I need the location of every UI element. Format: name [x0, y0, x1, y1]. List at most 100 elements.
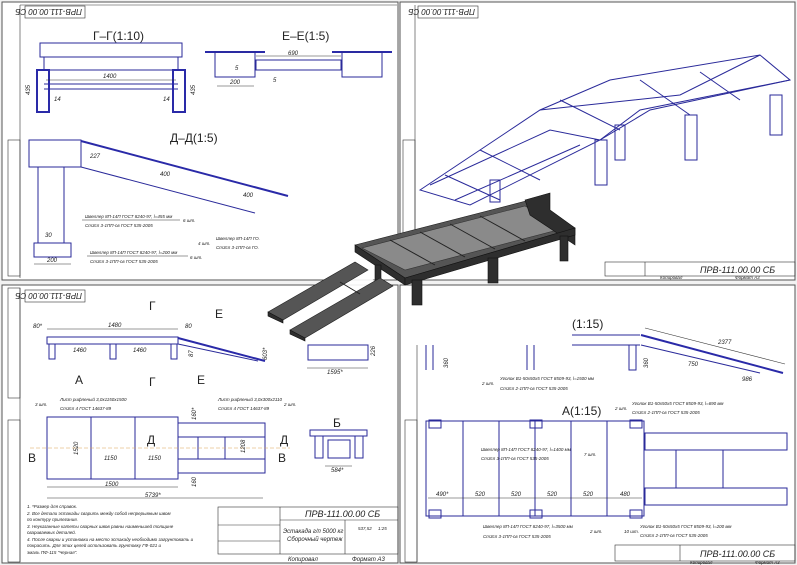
- n1-qty-text: 2 шт.: [481, 381, 494, 386]
- d80b-text: 80: [185, 324, 192, 330]
- section-label-e: Е–Е(1:5): [282, 29, 329, 43]
- 2-text: по контуру прилегания.: [27, 517, 78, 522]
- callout-d3: Швеллер 8П-14П ГО. Ст3сп 3-1ПП-св ГО. 4 …: [198, 236, 260, 250]
- d480-text: 480: [620, 492, 631, 498]
- sheet-note-b-qty-text: 2 шт.: [283, 402, 296, 407]
- d1500-text: 1500: [105, 482, 119, 488]
- 6-text: покрасить. Для этих целей использовать г…: [27, 542, 161, 548]
- format-text: Формат А3: [755, 560, 780, 565]
- 5-text: 4. После сварки и установки на место эст…: [27, 537, 194, 542]
- 7-text: эмаль ПФ-115 "Черная".: [27, 550, 78, 555]
- stamp-text: ПРВ-111.00.00 СБ: [408, 7, 475, 16]
- d490-text: 490*: [436, 492, 449, 498]
- sheet-note-b2-text: Ст3сп 4 ГОСТ 14637-89: [218, 406, 270, 411]
- n2-qty-text: 2 шт.: [614, 406, 627, 411]
- d2377-text: 2377: [717, 340, 732, 346]
- end-views: 1595* 226 Б 584*: [307, 344, 377, 474]
- d520b-text: 520: [511, 492, 522, 498]
- callout-n2: Уголок В1-50х50х5 ГОСТ 8509-93, l=690 мм…: [614, 401, 724, 415]
- section-label-d: Д–Д(1:5): [170, 131, 218, 145]
- n1-line1-text: Уголок В1-50х50х5 ГОСТ 8509-93, l=1500 м…: [500, 376, 594, 381]
- sheet-bottom-right: (1:15) А(1:15) 2377 750 986 360 360 Угол…: [399, 284, 796, 565]
- side-view: 80* 1480 80 1460 1460 603* 87 Г Г Е Е А: [33, 299, 269, 389]
- section-e-drawing: 690 200 5 5: [205, 51, 392, 87]
- side-stamp-column: [7, 139, 21, 277]
- sheet-note-b1-text: Лист рифленый 3,0х300х2110: [217, 396, 283, 402]
- d584-text: 584*: [331, 468, 344, 474]
- name-line2-text: Сборочный чертеж: [287, 536, 343, 543]
- stamp-text: ПРВ-111.00.00 СБ: [15, 7, 82, 16]
- v-text: В: [278, 451, 286, 465]
- d87-text: 87: [189, 350, 195, 357]
- d1150b-text: 1150: [148, 456, 162, 462]
- section-g-drawing: 1400 435 435 14 14: [26, 42, 197, 113]
- copied-text: Копировал: [690, 560, 713, 565]
- name-line1-text: Эстакада г/п 5000 кг: [283, 529, 343, 535]
- stamp-text: ПРВ-111.00.00 СБ: [15, 291, 82, 300]
- e-text: Е: [215, 307, 223, 321]
- format-label: Формат А3: [352, 557, 385, 563]
- d14a-text: 14: [54, 97, 61, 103]
- d400b-text: 400: [243, 193, 254, 199]
- copied-text: Копировал: [660, 275, 683, 280]
- d200-text: 200: [229, 80, 241, 86]
- n1-line2-text: Ст3сп 2-1ПП-св ГОСТ 535-2005: [500, 386, 568, 391]
- title-block-bl: ПРВ-111.00.00 СБ Эстакада г/п 5000 кг Сб…: [217, 506, 399, 563]
- note3-qty-text: 4 шт.: [198, 241, 210, 246]
- d5739-text: 5739*: [145, 493, 161, 499]
- g-text: Г: [149, 299, 156, 313]
- callout-n3: Швеллер 8П-14П ГОСТ 8240-97, l=1400 мм С…: [481, 447, 596, 461]
- w1400-text: 1400: [103, 74, 117, 80]
- h435b-text: 435: [191, 84, 197, 95]
- callout-n4: Швеллер 8П-14П ГОСТ 8240-97, l=3500 мм С…: [483, 524, 602, 539]
- g-text: Г: [149, 375, 156, 389]
- d360a-text: 360: [644, 357, 650, 368]
- d986-text: 986: [742, 377, 753, 383]
- d-text: Д: [280, 433, 288, 447]
- d400a-text: 400: [160, 172, 171, 178]
- ramp-side-view: 2377 750 986 360 360: [425, 327, 786, 383]
- n4-line1-text: Швеллер 8П-14П ГОСТ 8240-97, l=3500 мм: [483, 524, 573, 529]
- n2-line2-text: Ст3сп 2-1ПП-св ГОСТ 535-2005: [632, 410, 700, 415]
- 0-text: 1. *Размер для справок.: [27, 504, 77, 509]
- n4-line2-text: Ст3сп 3-1ПП-св ГОСТ 535-2005: [483, 534, 551, 539]
- n3-qty-text: 7 шт.: [584, 452, 596, 457]
- d1460b-text: 1460: [133, 348, 147, 354]
- scale-text: 1:25: [378, 526, 387, 531]
- sheet-note-a1-text: Лист рифленый 3,0х1150х1500: [59, 396, 127, 402]
- title-block-tr: ПРВ-111.00.00 СБ Копировал Формат А3: [604, 261, 796, 280]
- callout-n1: Уголок В1-50х50х5 ГОСТ 8509-93, l=1500 м…: [481, 376, 594, 391]
- sheet-bottom-left: ПРВ-111.00.00 СБ 80* 1480 80 1460 1460 6…: [1, 284, 399, 564]
- d690-text: 690: [288, 51, 299, 57]
- weld5b-text: 5: [273, 78, 277, 84]
- 4-text: свариваемых деталей.: [27, 529, 76, 535]
- n5-line2-text: Ст3сп 2-1ПП-св ГОСТ 535-2005: [640, 533, 708, 538]
- h435a-text: 435: [26, 84, 32, 95]
- title-code-text: ПРВ-111.00.00 СБ: [700, 549, 775, 559]
- d14b-text: 14: [163, 97, 170, 103]
- sheet-note-a-qty-text: 3 шт.: [35, 402, 47, 407]
- n5-line1-text: Уголок В1-50х50х5 ГОСТ 8509-93, l=200 мм: [640, 524, 732, 529]
- d160b-text: 160: [192, 476, 198, 487]
- sheet-callouts: Лист рифленый 3,0х1150х1500 Ст3сп 4 ГОСТ…: [35, 396, 296, 411]
- v-text: В: [28, 451, 36, 465]
- note1-line1-text: Швеллер 8П-14П ГОСТ 8240-97, l=455 мм: [85, 214, 172, 219]
- d360b-text: 360: [444, 357, 450, 368]
- mirrored-stamp: ПРВ-111.00.00 СБ: [15, 5, 86, 19]
- n4-qty-text: 2 шт.: [589, 529, 602, 534]
- sheet-top-left: ПРВ-111.00.00 СБ Г–Г(1:10) Е–Е(1:5) Д–Д(…: [1, 1, 399, 281]
- n3-line1-text: Швеллер 8П-14П ГОСТ 8240-97, l=1400 мм: [481, 447, 571, 452]
- d1520-text: 1520: [74, 441, 80, 455]
- view-top-text: (1:15): [572, 317, 603, 331]
- note1-line2-text: Ст3сп 3-1ПП-св ГОСТ 535-2005: [85, 223, 153, 228]
- d750-text: 750: [688, 362, 699, 368]
- n2-line1-text: Уголок В1-50х50х5 ГОСТ 8509-93, l=690 мм: [632, 401, 724, 406]
- d520c-text: 520: [547, 492, 558, 498]
- mass-text: 537,52: [358, 526, 372, 531]
- section-label-g: Г–Г(1:10): [93, 29, 144, 43]
- code-text: ПРВ-111.00.00 СБ: [305, 509, 380, 519]
- d-text: Д: [147, 433, 155, 447]
- d1208-text: 1208: [241, 439, 247, 453]
- d1480-text: 1480: [108, 323, 122, 329]
